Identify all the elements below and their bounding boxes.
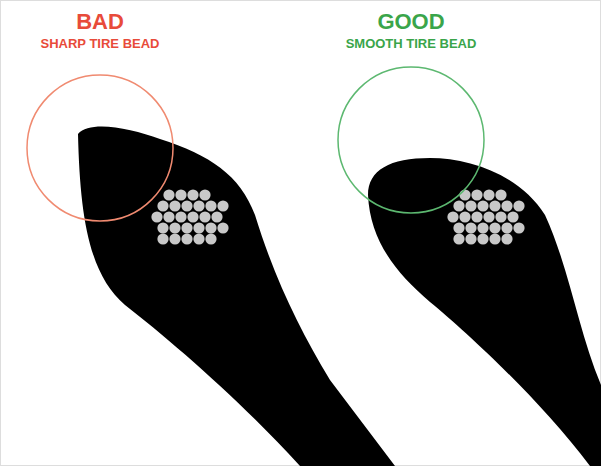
bead-wire bbox=[181, 222, 192, 233]
bead-wire bbox=[495, 189, 506, 200]
bead-wire bbox=[471, 189, 482, 200]
highlight-circle-bad bbox=[27, 75, 173, 221]
bead-wire bbox=[157, 233, 168, 244]
verdict-heading: BAD bbox=[76, 11, 124, 33]
smooth-bead-section bbox=[368, 158, 601, 466]
bead-wire bbox=[175, 189, 186, 200]
bead-wire bbox=[193, 233, 204, 244]
bead-wire bbox=[453, 222, 464, 233]
bead-wire bbox=[471, 211, 482, 222]
bead-wire bbox=[489, 200, 500, 211]
bead-wire bbox=[151, 211, 162, 222]
bead-wire bbox=[459, 189, 470, 200]
bead-wire bbox=[447, 211, 458, 222]
bead-wire bbox=[477, 233, 488, 244]
bead-wire bbox=[157, 222, 168, 233]
bead-wire bbox=[169, 233, 180, 244]
bead-wire bbox=[205, 222, 216, 233]
bead-wire bbox=[217, 222, 228, 233]
bead-wire bbox=[501, 233, 512, 244]
verdict-heading: GOOD bbox=[377, 11, 444, 33]
bead-wire bbox=[453, 200, 464, 211]
bead-wire bbox=[157, 200, 168, 211]
bead-wire-bundle bbox=[151, 189, 228, 244]
bead-wire bbox=[465, 200, 476, 211]
bead-wire bbox=[483, 211, 494, 222]
bead-wire bbox=[477, 200, 488, 211]
bead-wire bbox=[513, 222, 524, 233]
bead-wire bbox=[181, 200, 192, 211]
bead-wire bbox=[211, 211, 222, 222]
bead-wire bbox=[459, 211, 470, 222]
bead-wire bbox=[507, 211, 518, 222]
sharp-bead-section bbox=[78, 127, 395, 466]
bead-wire bbox=[187, 189, 198, 200]
bead-wire bbox=[163, 189, 174, 200]
bead-wire bbox=[205, 233, 216, 244]
bead-wire bbox=[501, 222, 512, 233]
bead-wire bbox=[199, 211, 210, 222]
bead-wire bbox=[181, 233, 192, 244]
bead-wire bbox=[489, 222, 500, 233]
bead-wire bbox=[495, 211, 506, 222]
verdict-caption: SMOOTH TIRE BEAD bbox=[346, 37, 477, 50]
bead-wire bbox=[501, 200, 512, 211]
bead-wire bbox=[193, 222, 204, 233]
verdict-caption: SHARP TIRE BEAD bbox=[41, 37, 160, 50]
bead-wire bbox=[169, 222, 180, 233]
bead-wire bbox=[169, 200, 180, 211]
bead-wire bbox=[489, 233, 500, 244]
bead-wire bbox=[453, 233, 464, 244]
bead-wire bbox=[205, 200, 216, 211]
bead-wire bbox=[163, 211, 174, 222]
bead-wire-bundle bbox=[447, 189, 524, 244]
bead-wire bbox=[187, 211, 198, 222]
bead-wire bbox=[217, 200, 228, 211]
bead-wire bbox=[199, 189, 210, 200]
highlight-circle-good bbox=[338, 67, 484, 213]
bead-wire bbox=[477, 222, 488, 233]
bead-wire bbox=[465, 233, 476, 244]
bead-wire bbox=[465, 222, 476, 233]
bead-wire bbox=[483, 189, 494, 200]
bead-wire bbox=[193, 200, 204, 211]
bead-wire bbox=[175, 211, 186, 222]
bead-wire bbox=[513, 200, 524, 211]
